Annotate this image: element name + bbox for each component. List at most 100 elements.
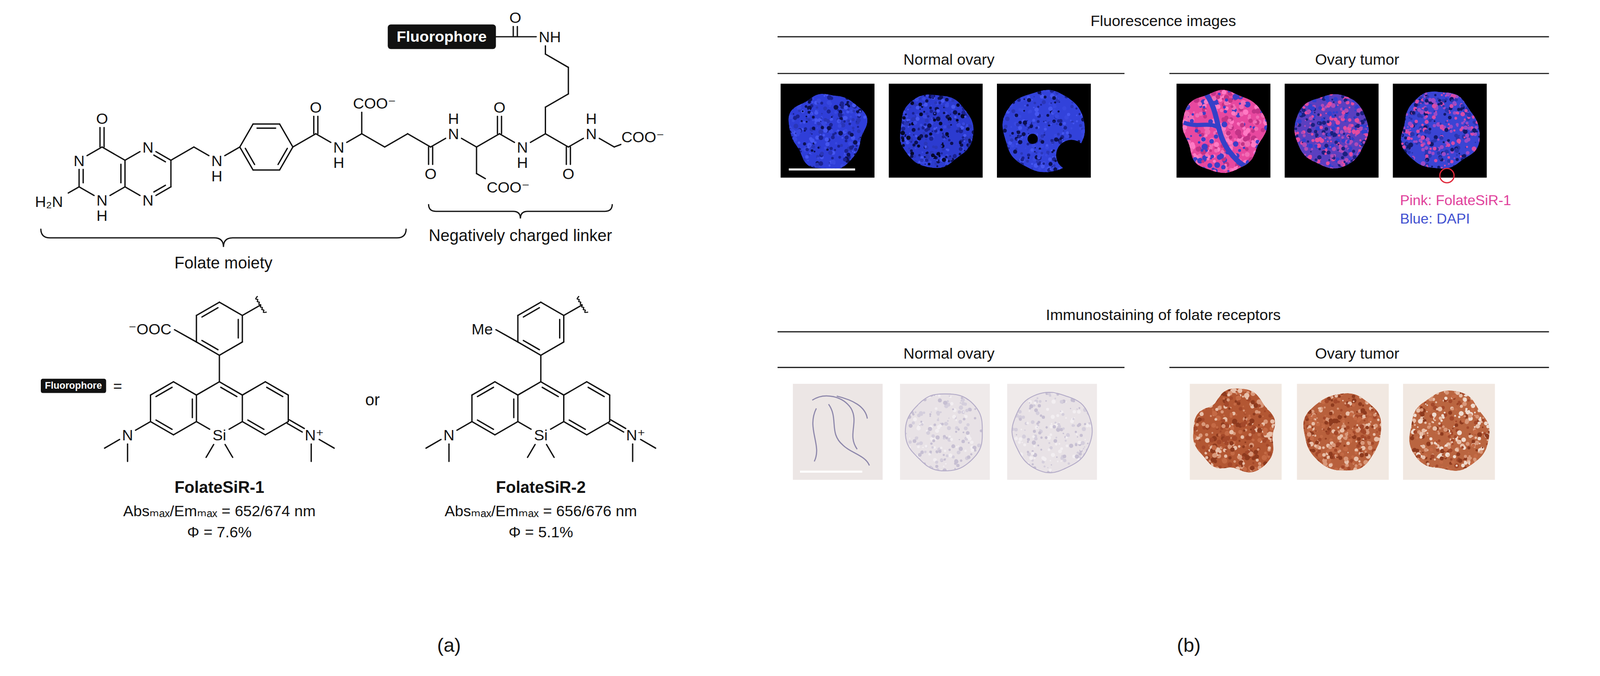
bond-line	[191, 398, 193, 418]
tissue-texture	[1063, 173, 1067, 176]
tissue-texture	[1239, 142, 1245, 148]
tissue-texture	[852, 109, 856, 113]
tissue-texture	[938, 87, 941, 90]
bond-line	[225, 444, 233, 457]
tissue-texture	[1218, 153, 1225, 159]
tissue-texture	[1013, 149, 1018, 154]
tissue-texture	[975, 117, 981, 123]
tissue-texture	[923, 167, 928, 172]
tissue-texture	[1051, 177, 1054, 180]
tissue-texture	[1201, 159, 1205, 163]
tissue-texture	[922, 131, 926, 135]
tissue-texture	[992, 134, 997, 139]
tissue-texture	[931, 153, 935, 158]
tissue-texture	[1000, 135, 1005, 139]
tissue-texture	[911, 112, 915, 115]
tissue-texture	[898, 122, 903, 127]
tissue-texture	[1038, 85, 1041, 88]
tissue-texture	[837, 129, 840, 132]
tissue-texture	[945, 135, 948, 137]
tissue-texture	[799, 150, 802, 153]
tissue-texture	[970, 109, 973, 112]
tissue-texture	[919, 123, 923, 127]
tissue-texture	[1041, 100, 1046, 105]
tissue-texture	[1079, 103, 1082, 106]
tissue-texture	[1210, 79, 1216, 86]
tissue-texture	[951, 98, 955, 102]
tissue-texture	[967, 146, 972, 151]
tissue-texture	[1185, 143, 1191, 149]
tissue-texture	[814, 84, 818, 88]
tissue-texture	[1065, 134, 1070, 139]
tissue-texture	[1215, 132, 1218, 135]
tissue-texture	[811, 126, 816, 131]
tissue-texture	[1052, 109, 1057, 114]
tissue-texture	[853, 165, 857, 169]
tissue-texture	[913, 120, 918, 125]
tissue-texture	[1172, 141, 1179, 148]
tissue-texture	[1244, 140, 1251, 147]
tissue-texture	[1295, 145, 1297, 148]
tissue-texture	[1268, 121, 1272, 125]
tissue-texture	[1040, 173, 1044, 176]
tissue-texture	[826, 95, 832, 100]
tissue-texture	[1014, 89, 1019, 94]
tissue-texture	[1045, 144, 1049, 147]
tissue-texture	[1046, 83, 1049, 85]
tissue-texture	[903, 96, 907, 100]
tissue-texture	[1024, 167, 1028, 171]
tissue-texture	[1083, 107, 1086, 111]
tissue-texture	[947, 124, 951, 129]
tissue-texture	[1019, 161, 1024, 167]
tissue-texture	[923, 123, 927, 127]
tissue-texture	[1047, 82, 1051, 85]
tissue-texture	[973, 143, 975, 145]
tissue-texture	[1245, 135, 1251, 141]
bond-line	[109, 186, 125, 196]
tissue-texture	[796, 133, 800, 137]
tissue-texture	[1261, 148, 1265, 153]
tissue-texture	[1073, 92, 1077, 97]
tissue-texture	[896, 150, 900, 154]
tissue-texture	[945, 164, 948, 167]
tissue-texture	[941, 147, 945, 151]
tissue-texture	[801, 148, 804, 150]
tissue-texture	[1219, 82, 1224, 87]
tissue-texture	[1184, 97, 1190, 104]
bond-line	[229, 421, 243, 429]
tissue-texture	[1033, 123, 1038, 127]
tissue-texture	[951, 109, 954, 112]
tissue-texture	[1255, 94, 1259, 98]
nuclear-band	[1183, 122, 1221, 129]
tissue-texture	[1244, 168, 1250, 175]
tissue-texture	[1040, 103, 1042, 106]
tissue-texture	[1089, 130, 1093, 133]
tissue-section	[780, 82, 875, 176]
tissue-texture	[961, 122, 966, 126]
tissue-texture	[946, 91, 951, 96]
tissue-texture	[978, 122, 983, 127]
image-frame	[780, 83, 875, 178]
tissue-texture	[1265, 113, 1272, 120]
tissue-texture	[931, 87, 933, 89]
tissue-texture	[1063, 126, 1067, 130]
tissue-texture	[1200, 90, 1203, 93]
tissue-texture	[916, 90, 919, 92]
tissue-texture	[968, 138, 971, 142]
tissue-texture	[917, 163, 921, 167]
tissue-texture	[822, 134, 825, 137]
tissue-texture	[806, 113, 811, 118]
tissue-texture	[890, 139, 895, 144]
tissue-texture	[1001, 100, 1006, 104]
tissue-texture	[919, 112, 923, 117]
tissue-texture	[1220, 165, 1226, 170]
tissue-texture	[793, 123, 799, 129]
tissue-texture	[805, 89, 808, 91]
tissue-texture	[1183, 104, 1189, 110]
bond-line	[569, 146, 572, 165]
tissue-texture	[1173, 108, 1180, 114]
bond-line	[313, 116, 315, 134]
tissue-texture	[1020, 152, 1023, 155]
tissue-texture	[942, 172, 947, 176]
tissue-texture	[792, 136, 796, 140]
